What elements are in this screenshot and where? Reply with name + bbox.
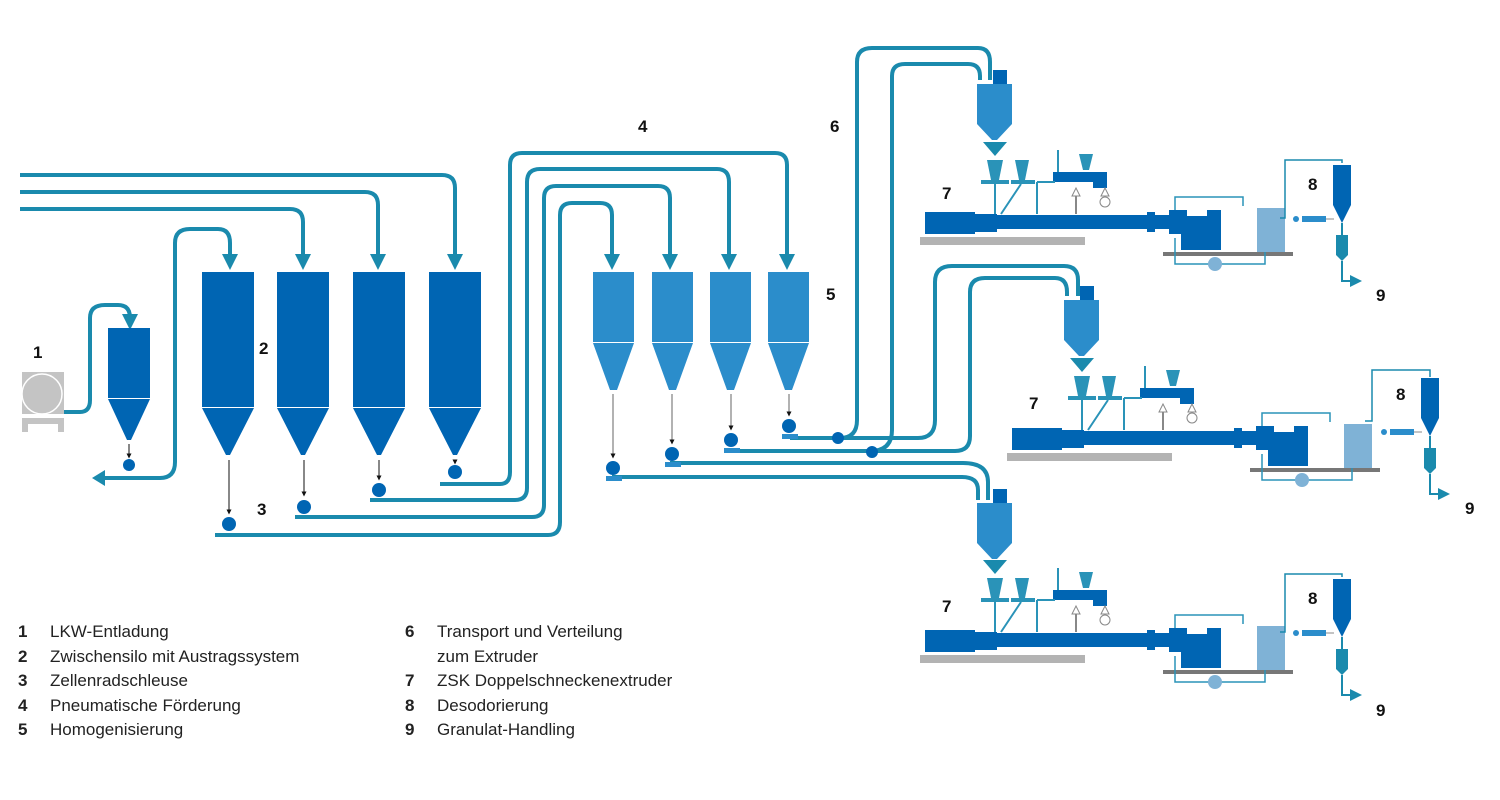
intermediate-silos: [202, 272, 481, 455]
homogenizer-valves: [606, 394, 798, 481]
step-labels: 1 2 3 4 5 6 7 7 7 8 8 8 9 9 9: [33, 117, 1474, 720]
deodorization-unit: [1293, 579, 1356, 695]
deodorization-unit: [1381, 378, 1444, 494]
label-1: 1: [33, 343, 42, 362]
silo-icon: [1064, 286, 1099, 356]
twin-screw-extruder: [919, 141, 1294, 272]
legend-item-continuation: zum Extruder: [437, 646, 539, 666]
twin-screw-extruder: [919, 559, 1294, 690]
pipe-junctions: [832, 432, 878, 458]
silo-icon: [710, 272, 751, 390]
label-5: 5: [826, 285, 835, 304]
silo-icon: [977, 70, 1012, 140]
label-9: 9: [1376, 286, 1385, 305]
truck-tank-icon: [21, 372, 64, 432]
rotary-valves: [222, 459, 462, 531]
silo-icon: [277, 272, 329, 455]
pneumatic-conveying-pipes: [20, 46, 1080, 537]
silo-icon: [202, 272, 254, 455]
silo-icon: [977, 489, 1012, 559]
extruder-feed-silos: [977, 70, 1099, 559]
twin-screw-extruder: [1006, 357, 1381, 488]
label-9: 9: [1376, 701, 1385, 720]
homogenizing-silos: [593, 272, 809, 390]
label-8: 8: [1308, 175, 1317, 194]
label-4: 4: [638, 117, 648, 136]
deodorization-unit: [1293, 165, 1356, 281]
label-8: 8: [1396, 385, 1405, 404]
label-8: 8: [1308, 589, 1317, 608]
silo-icon: [353, 272, 405, 455]
label-7: 7: [942, 597, 951, 616]
silo-icon: [652, 272, 693, 390]
silo-icon: [768, 272, 809, 390]
rotary-valve-icon: [222, 465, 462, 531]
silo-icon: [92, 328, 150, 486]
label-9: 9: [1465, 499, 1474, 518]
label-2: 2: [259, 339, 268, 358]
label-6: 6: [830, 117, 839, 136]
label-3: 3: [257, 500, 266, 519]
label-7: 7: [942, 184, 951, 203]
silo-icon: [593, 272, 634, 390]
silo-icon: [429, 272, 481, 455]
label-7: 7: [1029, 394, 1038, 413]
